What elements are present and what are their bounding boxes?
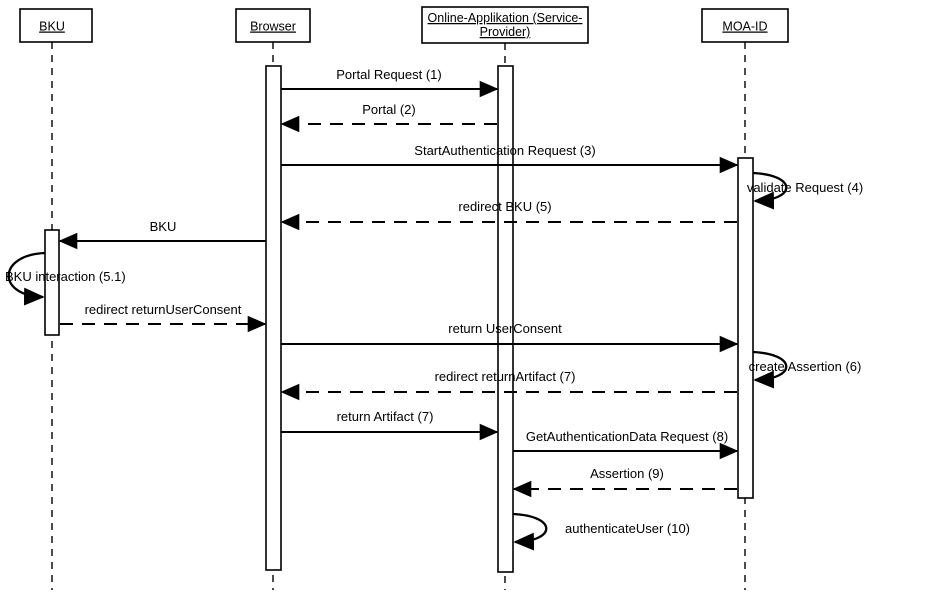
messages: Portal Request (1) Portal (2) StartAuthent…: [5, 67, 863, 551]
self-message-arrow: [512, 512, 548, 551]
message-10[interactable]: create Assertion (6): [749, 350, 862, 389]
participant-box-browser[interactable]: Browser: [235, 8, 311, 43]
message-11[interactable]: redirect returnArtifact (7): [280, 369, 737, 401]
message-label: redirect returnArtifact (7): [435, 369, 576, 384]
participant-label-browser: Browser: [250, 20, 296, 34]
self-message-arrow: [752, 171, 788, 210]
message-label: return UserConsent: [448, 321, 562, 336]
message-4[interactable]: validate Request (4): [747, 171, 863, 210]
message-13[interactable]: GetAuthenticationData Request (8): [513, 429, 739, 460]
participant-label-moaid: MOA-ID: [722, 20, 767, 34]
message-14[interactable]: Assertion (9): [512, 466, 737, 498]
message-1[interactable]: Portal Request (1): [281, 67, 499, 98]
message-label: BKU: [150, 219, 177, 234]
activation-bars: [44, 65, 754, 573]
message-label: BKU interaction (5.1): [5, 269, 126, 284]
message-label: redirect returnUserConsent: [85, 302, 242, 317]
act-moaid[interactable]: [737, 157, 754, 499]
participant-box-moaid[interactable]: MOA-ID: [701, 8, 789, 43]
message-8[interactable]: redirect returnUserConsent: [60, 302, 267, 333]
message-6[interactable]: BKU: [58, 219, 266, 250]
message-15[interactable]: authenticateUser (10): [512, 512, 690, 551]
message-label: authenticateUser (10): [565, 521, 690, 536]
message-label: Portal Request (1): [336, 67, 442, 82]
message-5[interactable]: redirect BKU (5): [280, 199, 737, 231]
message-label: Portal (2): [362, 102, 415, 117]
act-bku[interactable]: [44, 229, 60, 336]
participant-boxes: BKU Browser Online-Applikation (Service-Pr…: [19, 6, 789, 44]
message-label: StartAuthentication Request (3): [414, 143, 595, 158]
message-label: GetAuthenticationData Request (8): [526, 429, 728, 444]
message-label: redirect BKU (5): [458, 199, 551, 214]
self-message-arrow: [752, 350, 788, 389]
act-oa[interactable]: [497, 65, 514, 573]
message-7[interactable]: BKU interaction (5.1): [5, 251, 126, 306]
message-12[interactable]: return Artifact (7): [281, 409, 499, 441]
participant-box-oa[interactable]: Online-Applikation (Service-Provider): [421, 6, 589, 44]
participant-label-oa-line2: Provider): [480, 25, 531, 39]
message-label: return Artifact (7): [337, 409, 434, 424]
message-label: Assertion (9): [590, 466, 664, 481]
message-3[interactable]: StartAuthentication Request (3): [281, 143, 739, 174]
message-2[interactable]: Portal (2): [280, 102, 497, 133]
participant-label-bku: BKU: [39, 20, 65, 34]
self-message-arrow: [7, 251, 46, 306]
message-label: validate Request (4): [747, 180, 863, 195]
message-label: create Assertion (6): [749, 359, 862, 374]
participant-box-bku[interactable]: BKU: [19, 8, 93, 43]
message-9[interactable]: return UserConsent: [281, 321, 739, 353]
act-browser[interactable]: [265, 65, 282, 571]
participant-label-oa: Online-Applikation (Service-: [428, 11, 583, 25]
